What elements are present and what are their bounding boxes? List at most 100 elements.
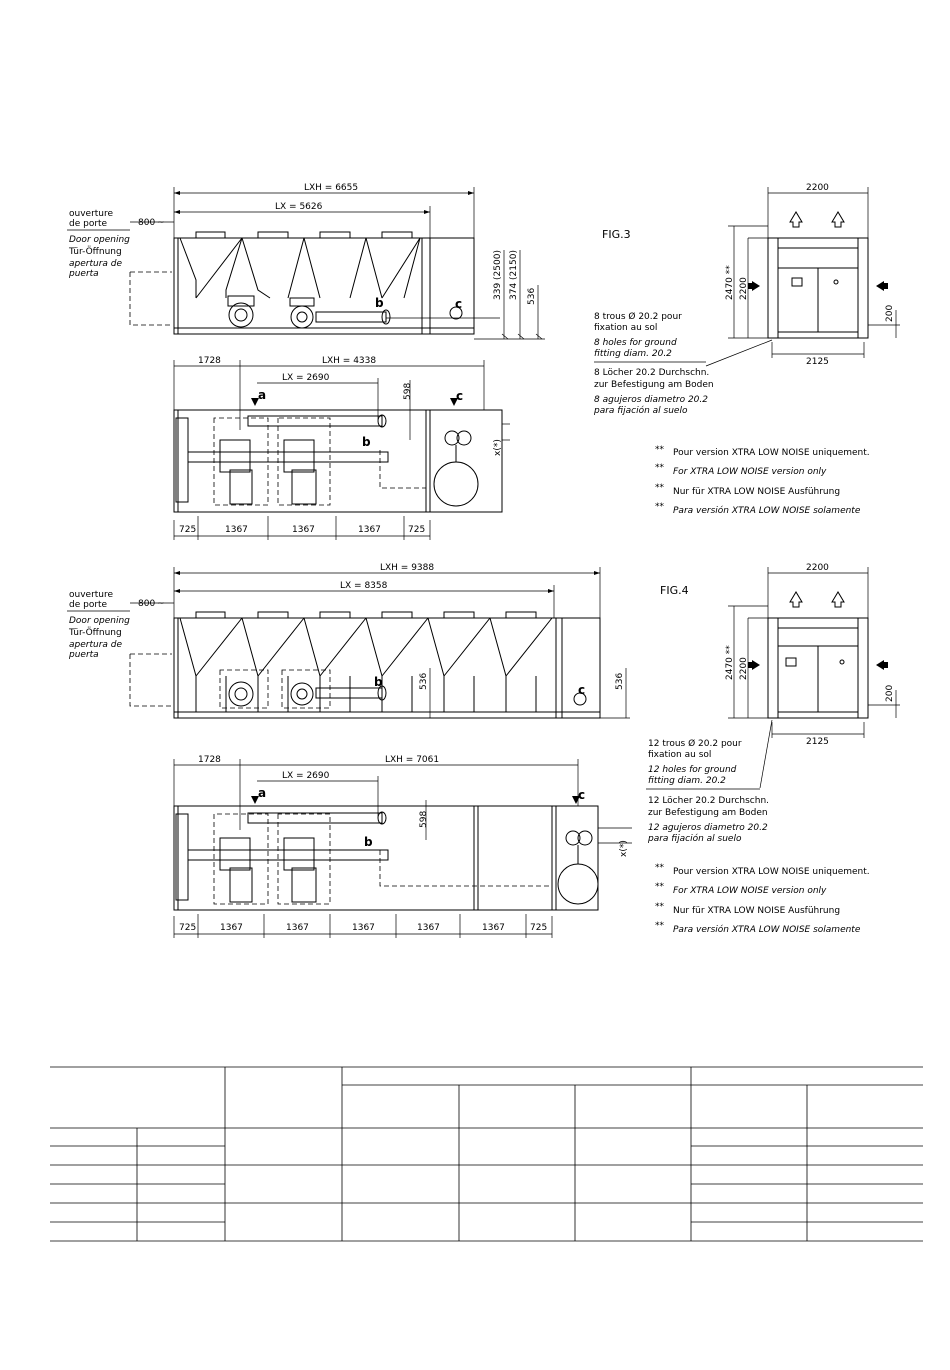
svg-text:8 agujeros diametro 20.2: 8 agujeros diametro 20.2 [594, 395, 708, 405]
svg-text:12 trous Ø 20.2 pour: 12 trous Ø 20.2 pour [648, 738, 742, 749]
svg-text:8 Löcher 20.2 Durchschn.: 8 Löcher 20.2 Durchschn. [594, 368, 709, 378]
svg-text:Door opening: Door opening [69, 616, 130, 626]
fig3-bottom-dim-5: 725 [408, 525, 425, 535]
fig3-end-h200: 200 [885, 305, 895, 322]
svg-text:para fijación al suelo: para fijación al suelo [593, 405, 688, 416]
fig3-top-c: c [456, 389, 463, 403]
svg-text:**: ** [655, 921, 665, 931]
fig4-h536a: 536 [419, 673, 429, 690]
fig4-top-view: 1728 LXH = 7061 LX = 2690 598 a b c x(*) [173, 755, 632, 938]
fig4-bottom-dim-2: 1367 [220, 923, 243, 933]
fig4-side-b: b [374, 675, 383, 689]
svg-text:**: ** [655, 483, 665, 493]
fig3-bottom-dim-3: 1367 [292, 525, 315, 535]
fig3-end-w2200: 2200 [806, 183, 829, 193]
fig4-end-view: FIG.4 2200 2470 ** 2200 200 2125 [660, 563, 900, 789]
svg-text:de porte: de porte [69, 600, 108, 610]
fig4-end-h200: 200 [885, 685, 895, 702]
svg-text:para fijación al suelo: para fijación al suelo [647, 833, 742, 844]
svg-text:**: ** [655, 902, 665, 912]
svg-text:zur Befestigung am Boden: zur Befestigung am Boden [594, 380, 714, 390]
fig3-notes: ** Pour version XTRA LOW NOISE uniquemen… [655, 445, 870, 516]
fig3-d1728: 1728 [198, 356, 221, 366]
fig3-lxh-label: LXH = 6655 [304, 183, 358, 193]
svg-text:Pour version XTRA LOW NOISE un: Pour version XTRA LOW NOISE uniquement. [673, 448, 870, 458]
svg-text:Nur für XTRA LOW NOISE Ausführ: Nur für XTRA LOW NOISE Ausführung [673, 906, 840, 916]
fig3-end-h2470: 2470 ** [725, 265, 735, 300]
svg-text:fitting diam. 20.2: fitting diam. 20.2 [594, 349, 672, 359]
svg-text:For XTRA LOW NOISE version onl: For XTRA LOW NOISE version only [673, 467, 827, 477]
fig4-d1728: 1728 [198, 755, 221, 765]
svg-text:Nur für XTRA LOW NOISE Ausführ: Nur für XTRA LOW NOISE Ausführung [673, 487, 840, 497]
fig4-door-dim: 800 [138, 599, 155, 609]
fig3-top-a: a [258, 388, 266, 402]
fig3-bottom-dim-4: 1367 [358, 525, 381, 535]
svg-text:apertura de: apertura de [69, 640, 122, 650]
fig4-bottom-dim-1: 725 [179, 923, 196, 933]
fig4-side-view: LXH = 9388 LX = 8358 ouverture de porte … [67, 563, 630, 719]
fig4-top-a: a [258, 786, 266, 800]
fig3-d598: 598 [403, 383, 413, 400]
fig4-end-w2200: 2200 [806, 563, 829, 573]
svg-text:For XTRA LOW NOISE version onl: For XTRA LOW NOISE version only [673, 886, 827, 896]
svg-text:fixation au sol: fixation au sol [648, 750, 711, 760]
fig4-x: x(*) [619, 840, 629, 857]
fig3-x: x(*) [493, 439, 503, 456]
fig4-holes-note: 12 trous Ø 20.2 pour fixation au sol 12 … [646, 738, 769, 844]
svg-text:**: ** [655, 445, 665, 455]
fig3-h536: 536 [527, 288, 537, 305]
fig4-side-c: c [578, 683, 585, 697]
fig4-end-h2200: 2200 [739, 657, 749, 680]
fig4-door-label: ouverture [69, 590, 114, 600]
fig4-lx-label: LX = 8358 [340, 581, 388, 591]
svg-text:Tür-Öffnung: Tür-Öffnung [68, 627, 122, 638]
fig3-bottom-dim-2: 1367 [225, 525, 248, 535]
fig4-bottom-dim-5: 1367 [417, 923, 440, 933]
svg-text:**: ** [655, 502, 665, 512]
svg-text:zur Befestigung am Boden: zur Befestigung am Boden [648, 808, 768, 818]
fig3-h374: 374 (2150) [509, 250, 519, 300]
fig3-side-view: LXH = 6655 LX = 5626 ouverture de porte … [67, 183, 545, 340]
svg-text:~: ~ [157, 599, 165, 609]
svg-text:12 Löcher 20.2 Durchschn.: 12 Löcher 20.2 Durchschn. [648, 796, 769, 806]
fig3-top-b: b [362, 435, 371, 449]
fig3-top-lx: LX = 2690 [282, 373, 330, 383]
fig3-top-lxh: LXH = 4338 [322, 356, 376, 366]
fig4-d598: 598 [419, 811, 429, 828]
svg-text:12 agujeros diametro 20.2: 12 agujeros diametro 20.2 [648, 823, 768, 833]
fig4-bottom-dim-6: 1367 [482, 923, 505, 933]
fig3-lx-label: LX = 5626 [275, 202, 323, 212]
svg-text:Door opening: Door opening [69, 235, 130, 245]
svg-text:8 holes for ground: 8 holes for ground [594, 338, 677, 348]
fig4-top-b: b [364, 835, 373, 849]
fig3-door-dim: 800 [138, 218, 155, 228]
svg-text:**: ** [655, 463, 665, 473]
svg-text:8 trous Ø 20.2 pour: 8 trous Ø 20.2 pour [594, 311, 682, 322]
fig4-top-lx: LX = 2690 [282, 771, 330, 781]
fig4-lxh-label: LXH = 9388 [380, 563, 434, 573]
svg-text:fitting diam. 20.2: fitting diam. 20.2 [648, 776, 726, 786]
fig3-end-w2125: 2125 [806, 357, 829, 367]
svg-text:apertura de: apertura de [69, 259, 122, 269]
svg-text:**: ** [655, 882, 665, 892]
fig4-title: FIG.4 [660, 584, 689, 597]
svg-text:puerta: puerta [68, 269, 99, 279]
fig4-h536b: 536 [615, 673, 625, 690]
svg-text:fixation au sol: fixation au sol [594, 323, 657, 333]
empty-table [50, 1066, 923, 1242]
svg-text:Para versión XTRA LOW NOISE so: Para versión XTRA LOW NOISE solamente [673, 924, 861, 935]
fig4-top-lxh: LXH = 7061 [385, 755, 439, 765]
fig3-door-label: ouverture [69, 209, 114, 219]
fig3-side-c: c [455, 297, 462, 311]
svg-text:puerta: puerta [68, 650, 99, 660]
fig3-holes-note: 8 trous Ø 20.2 pour fixation au sol 8 ho… [593, 311, 714, 416]
svg-text:Pour version XTRA LOW NOISE un: Pour version XTRA LOW NOISE uniquement. [673, 867, 870, 877]
svg-text:**: ** [655, 863, 665, 873]
svg-text:Para versión XTRA LOW NOISE so: Para versión XTRA LOW NOISE solamente [673, 505, 861, 516]
fig3-end-h2200: 2200 [739, 277, 749, 300]
fig3-top-view: 1728 LXH = 4338 LX = 2690 598 a b c [173, 356, 510, 540]
fig4-bottom-dim-7: 725 [530, 923, 547, 933]
svg-text:de porte: de porte [69, 219, 108, 229]
svg-text:~: ~ [157, 218, 165, 228]
